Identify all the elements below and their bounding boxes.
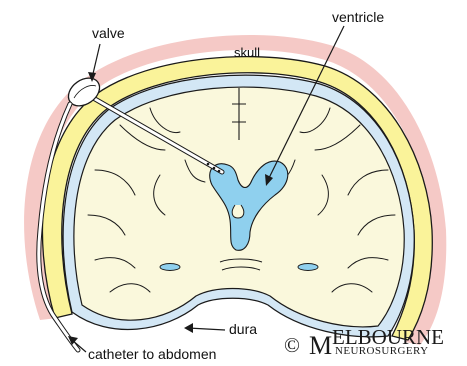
brand-initial: M (309, 331, 332, 360)
valve-label: valve (92, 25, 125, 41)
watermark: © M ELBOURNE NEUROSURGERY (284, 325, 444, 360)
copyright-symbol: © (284, 333, 300, 357)
septum (232, 205, 244, 218)
dura-label: dura (229, 321, 257, 337)
temporal-horn-right (298, 264, 318, 271)
ventricle-label: ventricle (332, 9, 384, 25)
catheter-label: catheter to abdomen (88, 346, 216, 362)
temporal-horn-left (160, 264, 180, 271)
brand-subtitle: NEUROSURGERY (335, 345, 428, 357)
skull-label: skull (234, 45, 260, 60)
